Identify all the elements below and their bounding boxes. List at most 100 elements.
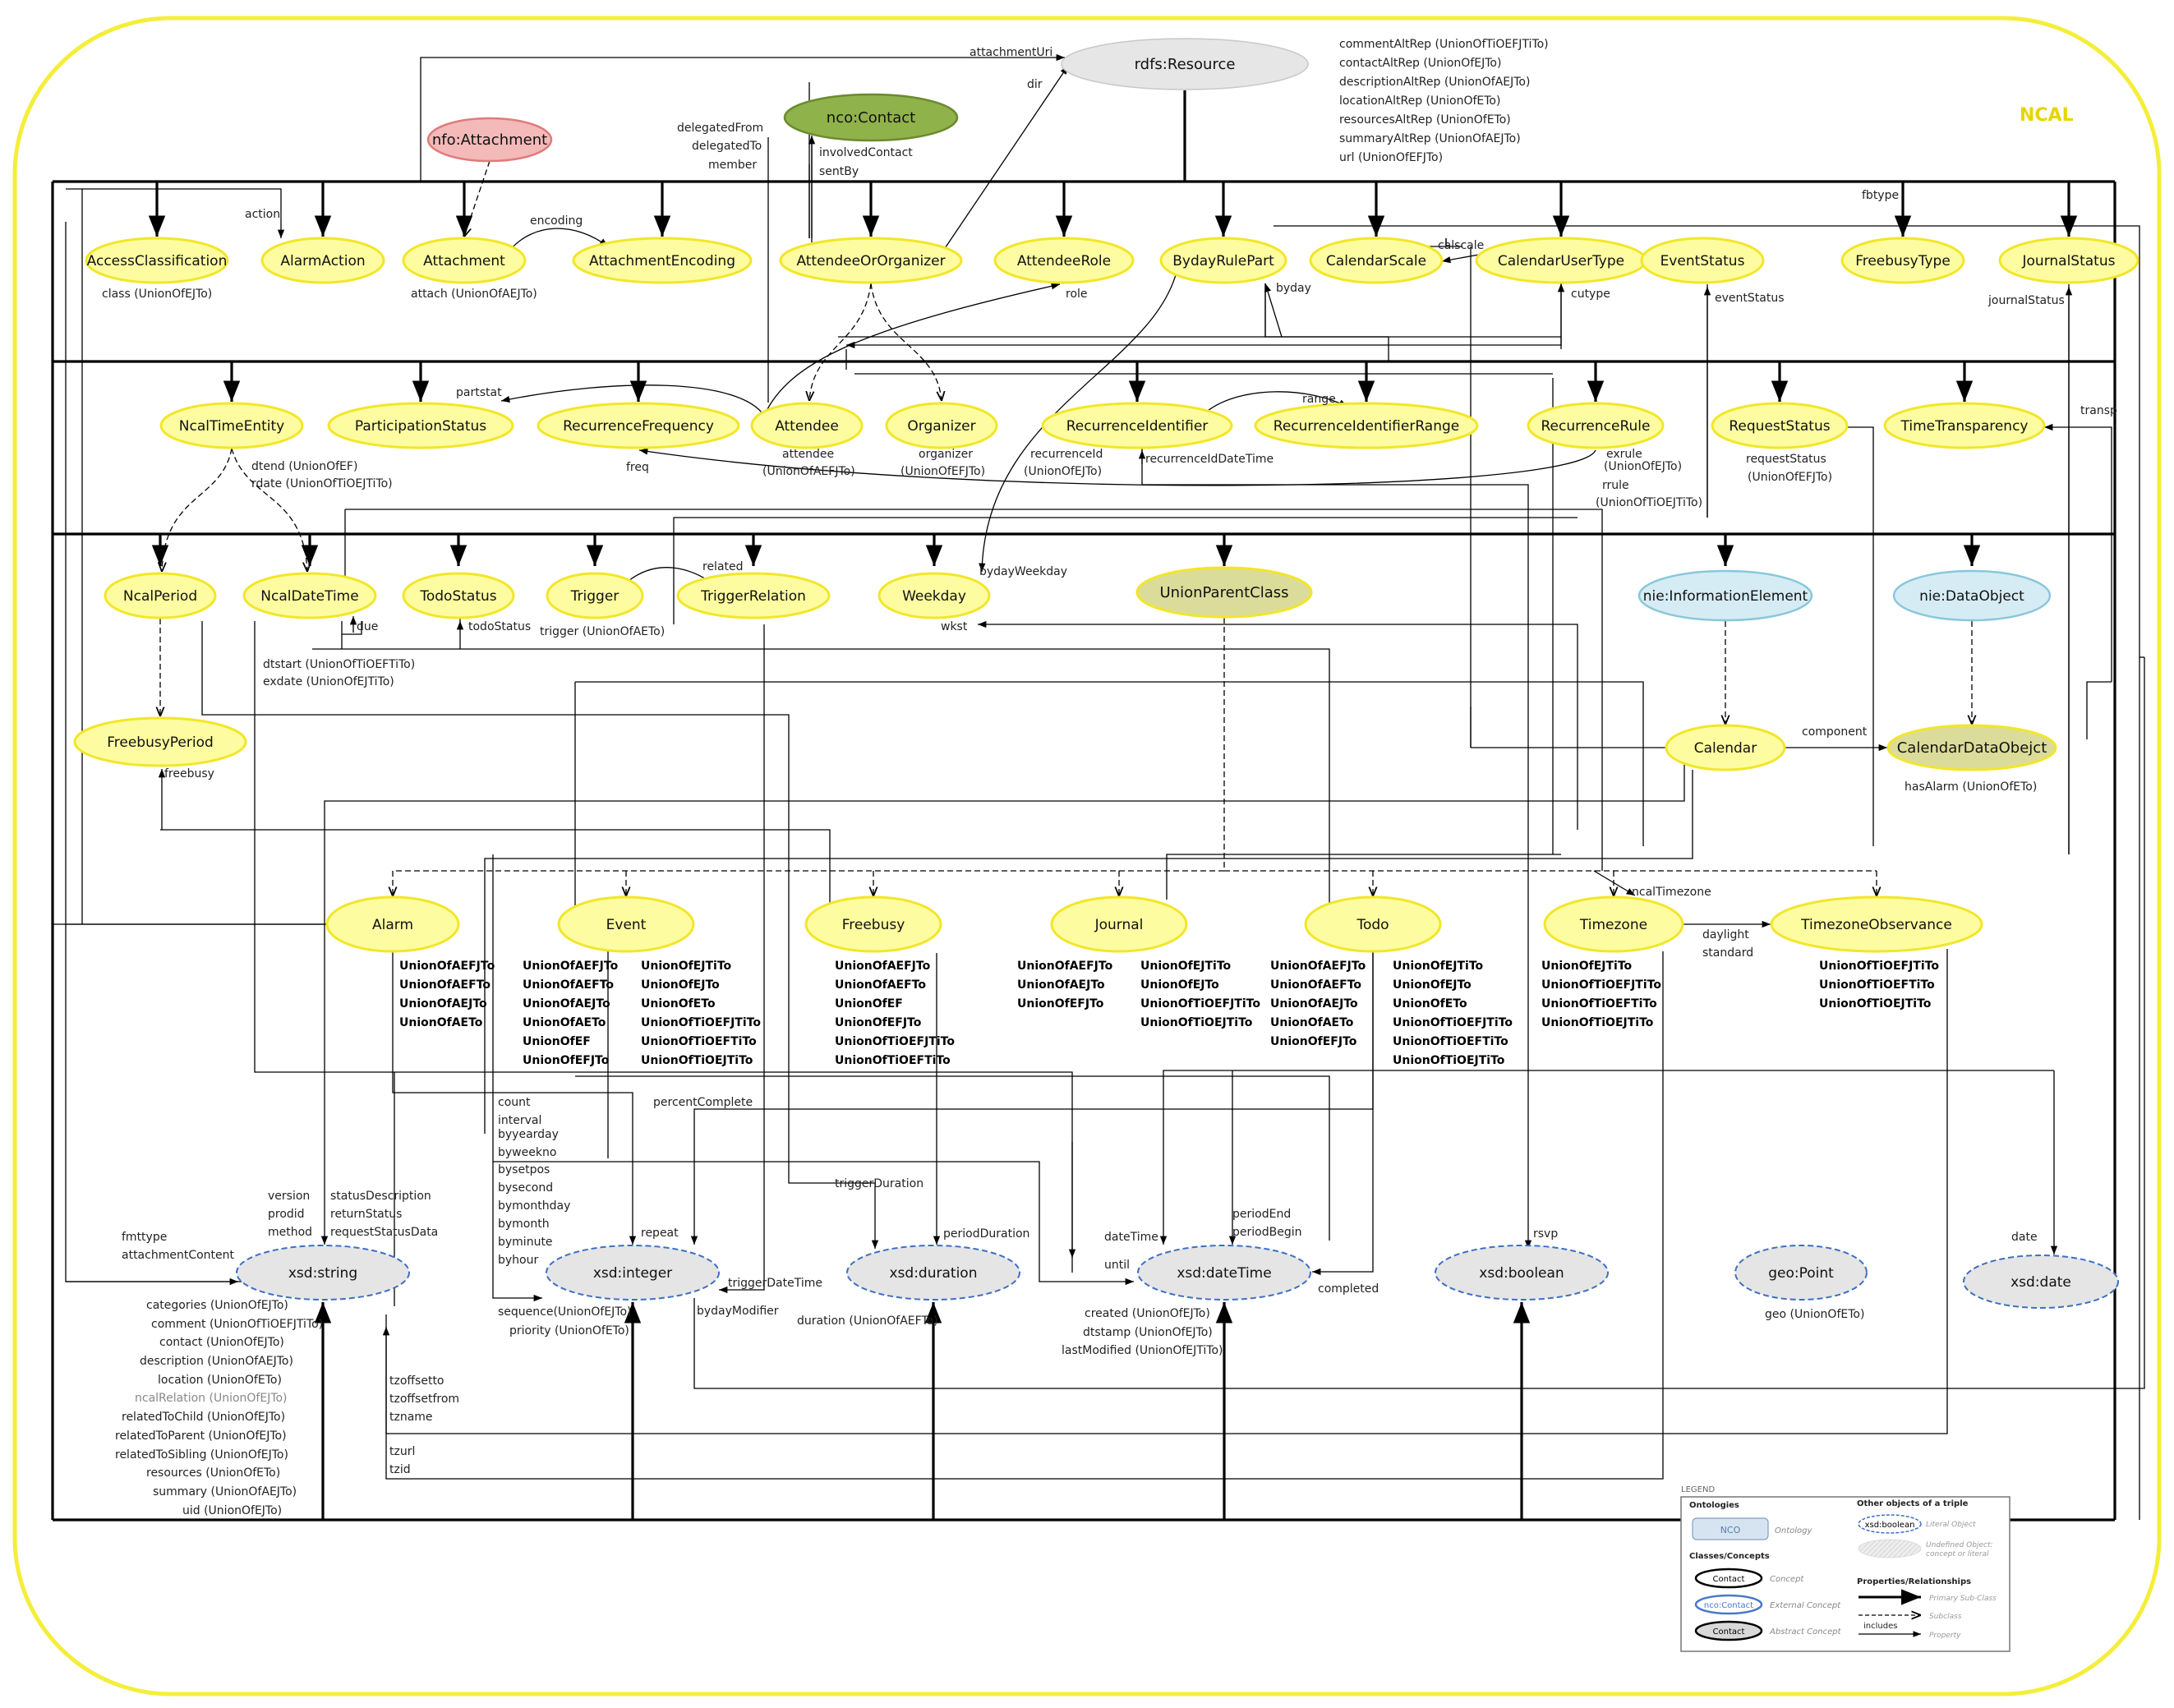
edge-label-role: role bbox=[1066, 288, 1088, 301]
edge-label-bydayModifier: bydayModifier bbox=[697, 1305, 779, 1318]
legend-subclass-desc: Subclass bbox=[1929, 1613, 1962, 1621]
event-node: Event bbox=[557, 895, 695, 953]
union-item: UnionOfTiOEFJTiTo bbox=[641, 1016, 761, 1029]
subclass-edge bbox=[162, 448, 233, 572]
recurrence-rule-node: RecurrenceRule bbox=[1527, 402, 1665, 449]
union-item: UnionOfAEJTo bbox=[1017, 978, 1105, 992]
union-item: UnionOfTiOEJTiTo bbox=[1140, 1016, 1253, 1029]
edge-label-method: method bbox=[268, 1226, 312, 1239]
edge-label-priority: priority (UnionOfETo) bbox=[509, 1324, 629, 1337]
edge-label-tzoffsetto: tzoffsetto bbox=[389, 1374, 444, 1388]
union-parent-class-node: UnionParentClass bbox=[1135, 566, 1313, 619]
edge-label-partstat: partstat bbox=[456, 386, 502, 399]
edge-label-lastModified: lastModified (UnionOfEJTiTo) bbox=[1062, 1344, 1223, 1357]
weekday-label: Weekday bbox=[902, 588, 966, 605]
edge-label-bydayWeekday: bydayWeekday bbox=[979, 565, 1067, 578]
todo-node: Todo bbox=[1304, 895, 1442, 953]
edge-encoding bbox=[509, 228, 609, 251]
edge-bydayWeekday bbox=[979, 271, 1177, 573]
edge-label-due: due bbox=[357, 620, 378, 633]
request-status-node: RequestStatus bbox=[1711, 402, 1849, 449]
edge-label-ncalTimezone: ncalTimezone bbox=[1632, 886, 1711, 899]
edge-label-percentComplete: percentComplete bbox=[653, 1096, 753, 1109]
edge-label-rsvp: rsvp bbox=[1533, 1227, 1558, 1241]
edge-label-commentAltRep: commentAltRep (UnionOfTiOEFJTiTo) bbox=[1339, 38, 1549, 51]
edge-label-freebusy: freebusy bbox=[164, 767, 214, 780]
edge bbox=[65, 222, 327, 925]
edge-label-descriptionAltRep: descriptionAltRep (UnionOfAEJTo) bbox=[1339, 76, 1530, 89]
legend-literal-box: xsd:boolean bbox=[1865, 1521, 1915, 1530]
edge-label-dtstamp: dtstamp (UnionOfEJTo) bbox=[1083, 1326, 1213, 1339]
edge-triggerDateTime bbox=[719, 624, 765, 1294]
calendar-scale-node: CalendarScale bbox=[1309, 237, 1444, 284]
legend-abstract-box: Contact bbox=[1713, 1627, 1745, 1637]
edge-label-dtend: dtend (UnionOfEF) bbox=[251, 460, 357, 473]
union-item: UnionOfTiOEJTiTo bbox=[1819, 997, 1932, 1011]
xsd-string-label: xsd:string bbox=[288, 1265, 357, 1282]
union-item: UnionOfAEJTo bbox=[523, 997, 610, 1011]
legend-external-box: nco:Contact bbox=[1704, 1601, 1753, 1610]
weekday-node: Weekday bbox=[877, 572, 991, 619]
union-item: UnionOfAEFJTo bbox=[523, 960, 619, 973]
legend-ontology-desc: Ontology bbox=[1775, 1526, 1812, 1535]
todo-status-label: TodoStatus bbox=[419, 588, 496, 605]
edge bbox=[846, 283, 1562, 349]
rdfs-resource-label: rdfs:Resource bbox=[1135, 56, 1236, 73]
edge-label-tzname: tzname bbox=[389, 1411, 433, 1424]
union-lists-layer: UnionOfAEFJToUnionOfAEFToUnionOfAEJToUni… bbox=[399, 960, 1939, 1067]
legend-props-heading: Properties/Relationships bbox=[1857, 1577, 1971, 1586]
edge-calscale bbox=[1441, 254, 1480, 264]
edge-label-daylight: daylight bbox=[1702, 928, 1749, 941]
xsd-datetime-label: xsd:dateTime bbox=[1177, 1265, 1271, 1282]
geo-point-node: geo:Point bbox=[1734, 1245, 1868, 1301]
union-item: UnionOfAEFJTo bbox=[399, 960, 495, 973]
union-item: UnionOfEJTiTo bbox=[1393, 960, 1484, 973]
union-item: UnionOfEF bbox=[523, 1035, 591, 1048]
edge-label-periodBegin: periodBegin bbox=[1232, 1226, 1301, 1239]
legend-other-heading: Other objects of a triple bbox=[1857, 1499, 1969, 1508]
recurrence-frequency-node: RecurrenceFrequency bbox=[537, 402, 740, 449]
edge-label-exrule: exrule bbox=[1606, 448, 1642, 461]
xsd-integer-node: xsd:integer bbox=[546, 1245, 720, 1301]
attendee-role-label: AttendeeRole bbox=[1017, 253, 1111, 269]
edge bbox=[386, 949, 1948, 1434]
legend-undefined-desc-1: Undefined Object: bbox=[1926, 1541, 1993, 1549]
trigger-label: Trigger bbox=[570, 588, 619, 605]
edge-label-resourcesAltRep: resourcesAltRep (UnionOfETo) bbox=[1339, 113, 1511, 127]
edge-label-periodEnd: periodEnd bbox=[1232, 1208, 1291, 1221]
edge-label-bysetpos: bysetpos bbox=[498, 1163, 550, 1176]
edge-label-attendee: attendee bbox=[782, 448, 834, 461]
union-item: UnionOfAEFTo bbox=[835, 978, 926, 992]
edge-partstat bbox=[500, 384, 765, 417]
edge-label-action: action bbox=[245, 208, 280, 221]
edge-label-range: range bbox=[1302, 393, 1336, 406]
edge bbox=[345, 509, 1603, 871]
union-item: UnionOfEJTo bbox=[1393, 978, 1472, 992]
union-item: UnionOfTiOEJTiTo bbox=[641, 1054, 753, 1067]
edge-label-created: created (UnionOfEJTo) bbox=[1085, 1307, 1210, 1320]
edge-label-relatedToChild: relatedToChild (UnionOfEJTo) bbox=[122, 1411, 285, 1424]
edge-label-organizer: organizer bbox=[919, 448, 973, 461]
edge-label-comment: comment (UnionOfTiOEFJTiTo) bbox=[151, 1318, 323, 1331]
edge-label-bymonthday: bymonthday bbox=[498, 1199, 570, 1213]
time-transparency-label: TimeTransparency bbox=[1900, 418, 2029, 435]
calendar-data-object-node: CalendarDataObejct bbox=[1886, 724, 2057, 771]
edge-transp bbox=[2044, 423, 2112, 682]
freebusy-type-label: FreebusyType bbox=[1855, 253, 1951, 269]
legend-classes-heading: Classes/Concepts bbox=[1689, 1552, 1770, 1561]
edge-label-geo: geo (UnionOfETo) bbox=[1765, 1308, 1864, 1321]
participation-status-label: ParticipationStatus bbox=[355, 418, 486, 435]
edge-label-dtstart: dtstart (UnionOfTiOEFTiTo) bbox=[263, 658, 415, 671]
request-status-label: RequestStatus bbox=[1729, 418, 1830, 435]
legend-external-desc: External Concept bbox=[1770, 1601, 1841, 1610]
edge-label-summaryAltRep: summaryAltRep (UnionOfAEJTo) bbox=[1339, 132, 1521, 145]
edges-layer bbox=[51, 53, 2145, 1522]
edge-label-requestStatusData: requestStatusData bbox=[330, 1226, 438, 1239]
edge-label-fmttype: fmttype bbox=[122, 1231, 167, 1244]
attachment-label: Attachment bbox=[423, 253, 505, 269]
nco-contact-node: nco:Contact bbox=[783, 93, 959, 142]
alarm-action-label: AlarmAction bbox=[280, 253, 365, 269]
subclass-edge bbox=[870, 283, 942, 401]
edge-label-contactAltRep: contactAltRep (UnionOfEJTo) bbox=[1339, 57, 1501, 70]
edge-label-tzid: tzid bbox=[389, 1463, 411, 1476]
